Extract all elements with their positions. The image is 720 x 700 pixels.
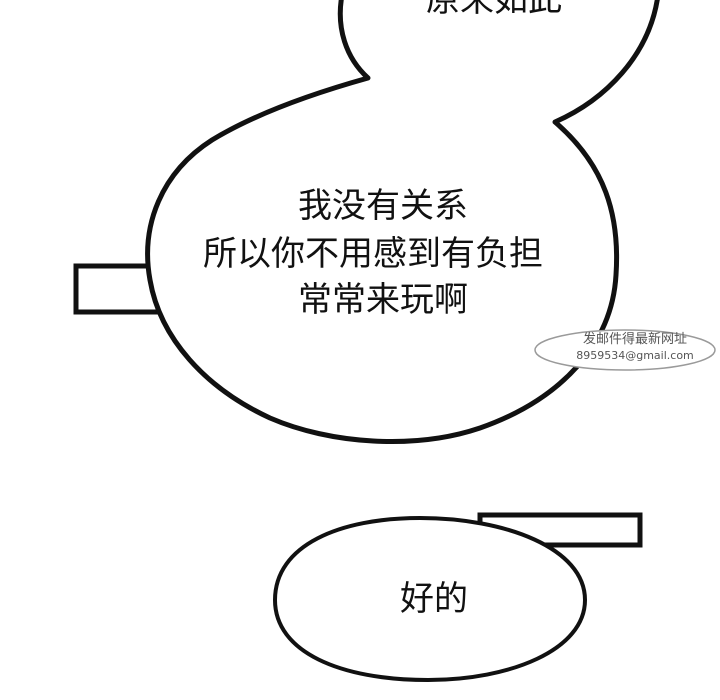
main-speech-bubble-outline	[145, 0, 660, 444]
main-bubble-line-1: 我没有关系	[298, 186, 468, 226]
main-bubble-line-2: 所以你不用感到有负担	[203, 234, 543, 274]
watermark-line-2: 8959534@gmail.com	[576, 349, 694, 362]
watermark-line-1: 发邮件得最新网址	[582, 332, 687, 347]
reply-bubble-text: 好的	[400, 579, 468, 619]
top-bubble-text: 原来如此	[426, 0, 562, 20]
watermark-oval	[534, 329, 716, 371]
main-bubble-line-3: 常常来玩啊	[298, 280, 468, 320]
reply-speech-bubble-outline	[272, 515, 588, 683]
